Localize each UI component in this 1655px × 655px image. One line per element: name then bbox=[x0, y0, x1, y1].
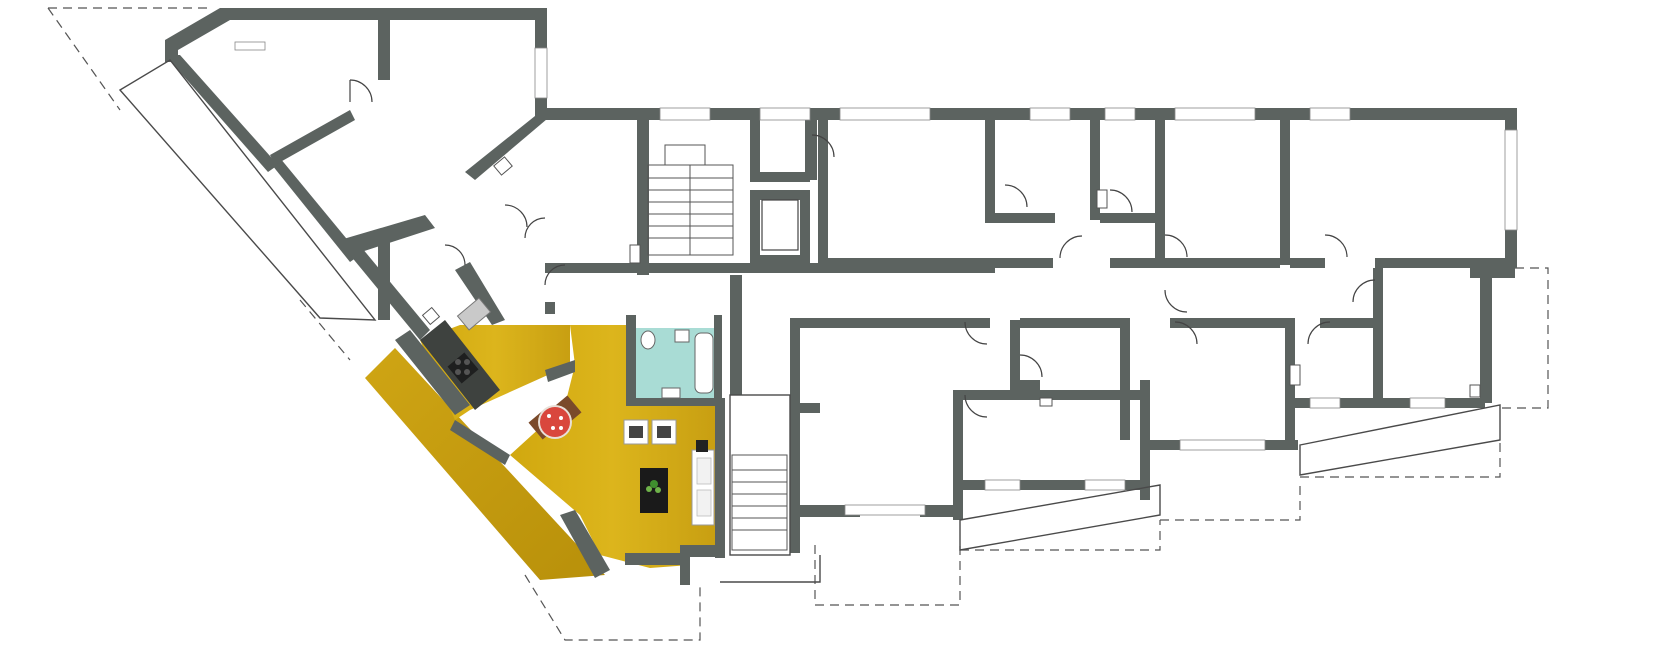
bathroom-fixtures bbox=[640, 329, 714, 399]
walls bbox=[165, 8, 1517, 585]
staircase-icon bbox=[647, 144, 788, 551]
bathtub-icon bbox=[694, 332, 714, 394]
armchair-icon bbox=[623, 419, 677, 445]
balcony-highlight bbox=[365, 348, 605, 580]
door-swing-icon bbox=[349, 79, 1376, 418]
elevator-icon bbox=[761, 199, 799, 251]
stove-icon bbox=[447, 352, 479, 384]
sink-icon bbox=[456, 297, 492, 331]
windows bbox=[234, 41, 1518, 516]
kitchen-fixtures bbox=[420, 297, 500, 410]
toilet-icon bbox=[640, 330, 656, 350]
tv-unit-icon bbox=[696, 440, 708, 452]
sofa-icon bbox=[691, 449, 715, 526]
plant-icon bbox=[646, 480, 661, 493]
dining-table-icon bbox=[528, 395, 582, 440]
misc-fixtures bbox=[421, 156, 1481, 407]
coffee-table-icon bbox=[640, 468, 668, 513]
dashed-outlines bbox=[47, 7, 1549, 641]
outlines bbox=[118, 59, 1501, 583]
sink-icon bbox=[661, 387, 681, 399]
